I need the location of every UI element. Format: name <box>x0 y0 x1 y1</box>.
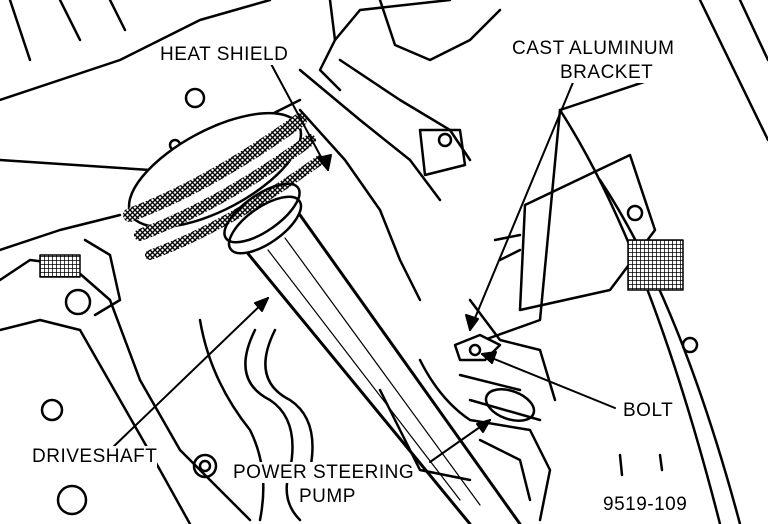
label-cast-aluminum-bracket-line1: CAST ALUMINUM <box>512 38 675 59</box>
label-power-steering-pump-line2: PUMP <box>299 486 356 507</box>
driveshaft <box>223 182 522 524</box>
label-heat-shield: HEAT SHIELD <box>160 44 289 65</box>
hose <box>198 318 314 522</box>
label-power-steering-pump-line1: POWER STEERING <box>233 462 415 483</box>
upper-component <box>318 0 502 177</box>
label-bolt: BOLT <box>623 400 674 421</box>
flywheel <box>558 0 768 524</box>
leader-lines <box>109 61 616 463</box>
engine-block <box>0 0 302 524</box>
label-driveshaft: DRIVESHAFT <box>32 446 158 467</box>
figure-number: 9519-109 <box>603 494 688 515</box>
label-cast-aluminum-bracket-line2: BRACKET <box>560 62 654 83</box>
power-steering-pump <box>378 358 552 522</box>
